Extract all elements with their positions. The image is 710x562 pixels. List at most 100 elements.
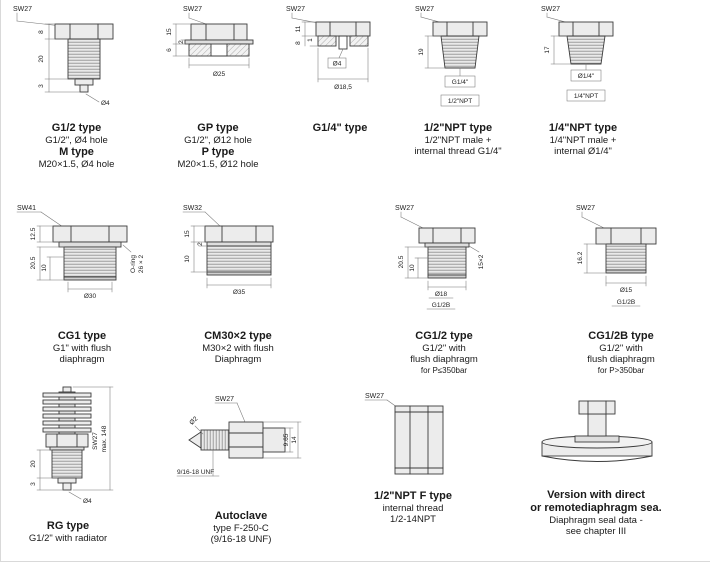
sw-label: SW32 [183,205,202,212]
type-sub: M20×1.5, Ø4 hole [38,159,115,171]
sw-label: SW27 [395,205,414,212]
sw-label: SW27 [576,205,595,212]
caption-cm30: CM30×2 type M30×2 with flush Diaphragm [202,330,274,365]
thread-label: G1/2B [617,299,635,306]
dia-label: Ø4 [101,100,110,107]
dim-label: 19 [418,48,425,56]
type-title: CG1/2 type [415,330,473,342]
dim-label: 8 [38,30,45,34]
type-title: 1/2"NPT type [423,122,493,134]
sw-label: SW27 [13,6,32,13]
fitting-diaphragm-seal: Version with direct or remotediaphragm s… [515,393,677,537]
type-title: CM30×2 type [204,330,272,342]
dia-label: Ø15 [620,287,633,294]
dim-label: 10 [409,264,416,272]
dim-label: 3 [30,482,37,486]
cg12b-drawing: SW27 16.2 Ø15 G1/2B [576,205,657,307]
type-title: G1/4" type [312,122,368,134]
type-sub: G1/2", Ø4 hole [45,134,108,146]
type-title: CG1/2B type [588,330,654,342]
dim-label: 6 [166,48,173,52]
fitting-gp: SW27 Ø25 15 2 6 GP type G1/2", Ø12 hole … [153,2,283,170]
caption-nptf: 1/2"NPT F type internal thread 1/2-14NPT [374,490,452,525]
dim-label: 15 [166,28,173,36]
type-title: 1/2"NPT F type [374,490,452,502]
sw-label: SW27 [92,432,99,450]
type-sub: M30×2 with flush [202,342,274,354]
caption-npt14: 1/4"NPT type 1/4"NPT male + internal Ø1/… [549,122,617,157]
sw-label: SW41 [17,205,36,212]
max-length-label: max. 148 [101,425,108,452]
caption-g14: G1/4" type [313,122,368,135]
type-title: GP type [197,122,239,134]
cg1-drawing: SW41 12.5 20.5 10 Ø30 O-ring 26 × 2 [16,205,145,300]
dim-label: 20.5 [30,256,37,269]
type-sub: internal Ø1/4" [554,146,612,158]
caption-g12: G1/2 type G1/2", Ø4 hole M type M20×1.5,… [39,122,115,170]
type-sub: see chapter III [565,526,627,538]
fitting-rg: 20 3 Ø4 SW27 max. 148 RG type G1/2" with… [13,385,123,544]
dia-label: Ø18,5 [334,84,352,91]
dia-label: Ø2 [188,415,199,426]
npt12-drawing: SW27 19 G1/4" 1/2"NPT [415,6,488,107]
dim-label: 10 [41,264,48,272]
caption-autoclave: Autoclave type F-250-C (9/16-18 UNF) [211,510,272,545]
fitting-g14: SW27 Ø4 Ø18,5 11 1 8 G1/4" type [284,2,396,135]
dim-label: 2 [197,242,204,246]
dim-label: 14 [291,436,298,444]
pressure-note: for P≤350bar [420,366,468,376]
oring-size-label: 15×2 [478,254,485,269]
caption-gp: GP type G1/2", Ø12 hole P type M20×1.5, … [177,122,258,170]
dim-label: 16.2 [577,251,584,264]
dim-label: 12.5 [30,227,37,240]
g12-drawing: SW27 8 20 3 Ø4 [13,6,114,107]
pressure-note: for P>350bar [597,366,645,376]
thread-label: G1/2B [432,302,450,309]
caption-rg: RG type G1/2" with radiator [29,520,107,544]
fitting-cg12b: SW27 16.2 Ø15 G1/2B CG1/2B type G1/2" wi… [556,200,686,376]
dim-label: 9.65 [283,433,290,446]
internal-thread-label: G1/4" [452,79,469,86]
thread-label: 1/2"NPT [448,98,472,105]
type-sub: 1/4"NPT male + [549,134,617,146]
type-sub: G1/2", Ø12 hole [184,134,252,146]
type-title: M type [59,146,94,159]
type-sub: G1/2" with [422,342,466,354]
caption-cg1: CG1 type G1" with flush diaphragm [53,330,111,365]
sw-label: SW27 [541,6,560,13]
fitting-npt12: SW27 19 G1/4" 1/2"NPT 1/2"NPT type 1/2"N… [399,2,517,157]
type-sub: internal thread [382,502,444,514]
dia-label: Ø25 [213,71,226,78]
dim-label: 3 [38,84,45,88]
sw-label: SW27 [215,396,234,403]
internal-hole-label: Ø1/4" [578,73,595,80]
type-title: Autoclave [214,510,268,522]
type-sub: M20×1.5, Ø12 hole [177,159,259,171]
nptf-drawing: SW27 [364,393,444,475]
sw-label: SW27 [286,6,305,13]
fitting-cg12: SW27 20.5 10 Ø18 G1/2B 15×2 CG1/2 t [381,200,507,376]
dia-label: Ø30 [84,293,97,300]
type-title: RG type [46,520,90,532]
type-sub: 1/2-14NPT [390,514,436,526]
type-sub: 1/2"NPT male + [424,134,492,146]
fitting-g12: SW27 8 20 3 Ø4 G1/2 type G1/2", Ø4 hole … [9,2,144,170]
type-title: P type [201,146,235,159]
dim-label: 11 [295,25,302,32]
dim-label: 17 [544,46,551,54]
fitting-cg1: SW41 12.5 20.5 10 Ø30 O-ring 26 × 2 [11,200,153,365]
dia-label: Ø18 [435,291,448,298]
sw-label: SW27 [365,393,384,400]
caption-cg12: CG1/2 type G1/2" with flush diaphragm fo… [410,330,478,376]
oring-size-label: 26 × 2 [138,254,145,273]
fitting-autoclave: SW27 9.65 14 Ø2 9/16-18 UNF Autoclave ty… [173,392,309,545]
fitting-npt14: SW27 17 Ø1/4" 1/4"NPT 1/4"NPT type 1/4"N… [523,2,643,157]
dim-label: 8 [295,41,302,45]
oring-label: O-ring [130,255,137,273]
fitting-nptf: SW27 1/2"NPT F type internal thread 1/2-… [357,388,469,525]
dim-label: 15 [184,230,191,238]
dim-label: 20 [38,55,45,63]
type-sub: type F-250-C [213,522,269,534]
type-sub: Diaphragm seal data - [549,514,643,526]
